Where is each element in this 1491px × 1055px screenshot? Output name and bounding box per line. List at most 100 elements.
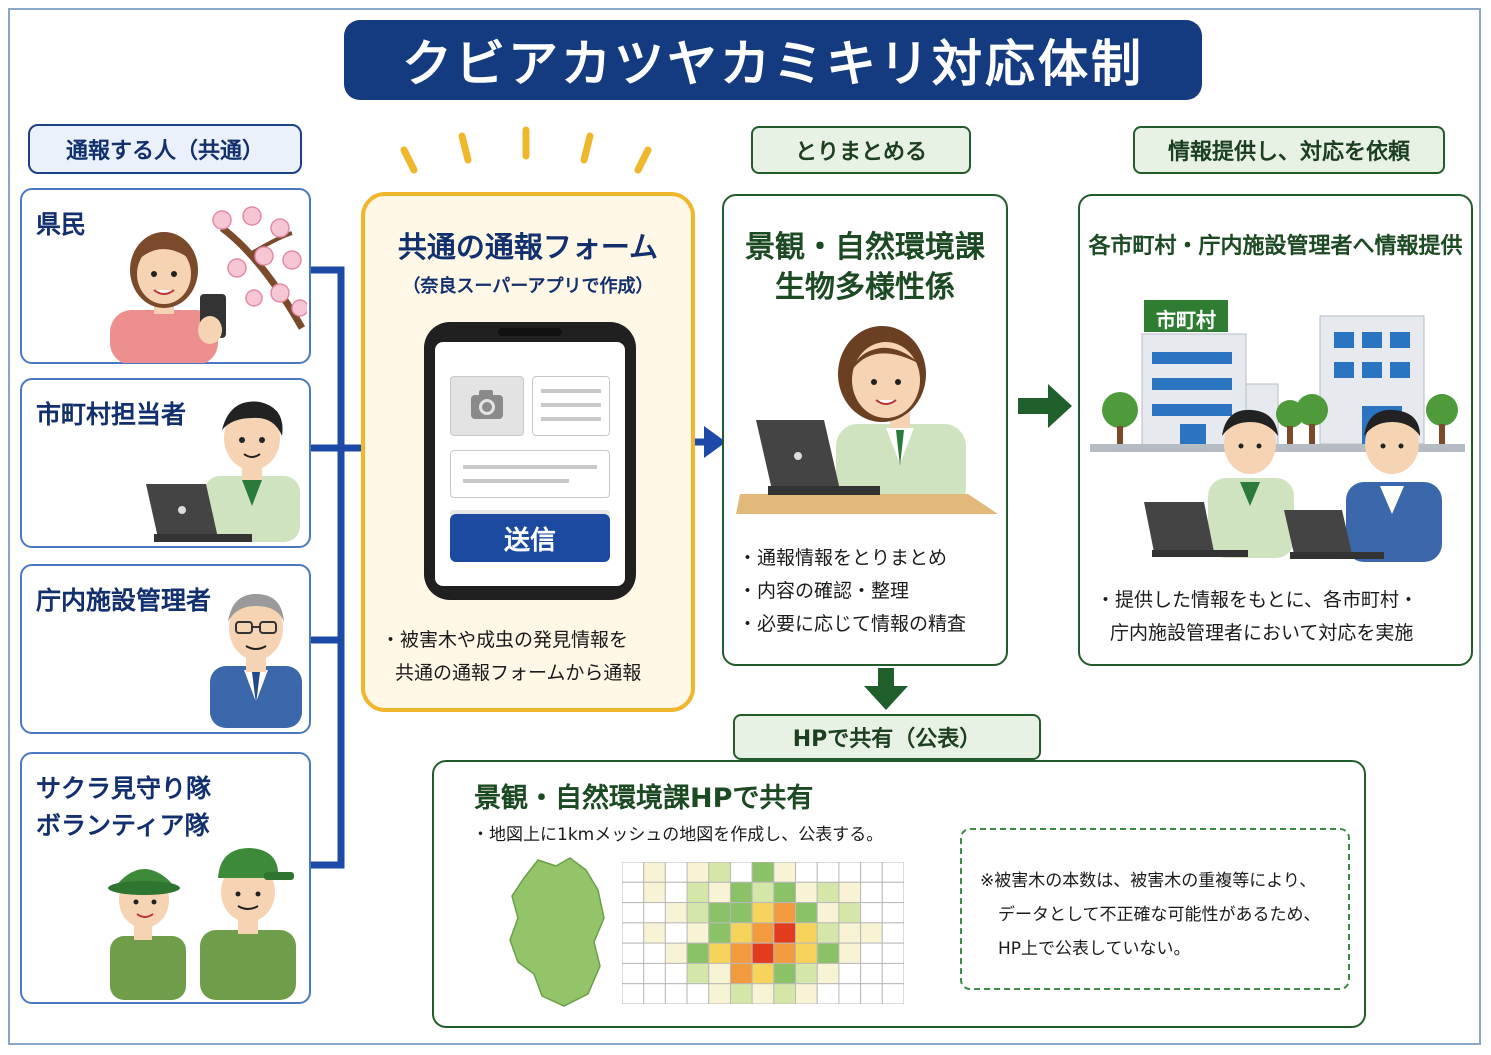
mesh-cell	[664, 942, 688, 964]
reporter-kenmin-name: 県民	[36, 210, 87, 239]
hp-note-line2: データとして不正確な可能性があるため、	[998, 905, 1321, 925]
nara-prefecture-map-shape	[509, 857, 605, 1007]
damage-mesh-map	[622, 862, 904, 1004]
reporter-chonai: 庁内施設管理者	[20, 564, 311, 734]
mesh-cell	[860, 902, 883, 924]
mesh-cell	[729, 881, 753, 904]
facility-manager-illustration	[210, 594, 302, 728]
form-input-field[interactable]	[450, 450, 610, 498]
mesh-cell	[795, 881, 818, 904]
mesh-cell	[838, 922, 862, 944]
department-staff-illustration	[736, 326, 998, 514]
mesh-cell	[686, 862, 710, 883]
mesh-cell	[708, 862, 731, 883]
mesh-cell	[708, 881, 731, 904]
dept-bullet-2: ・内容の確認・整理	[738, 580, 910, 602]
mesh-cell	[622, 881, 645, 904]
mesh-cell	[795, 962, 818, 985]
mesh-cell	[708, 922, 731, 944]
mesh-cell	[860, 962, 883, 985]
mesh-cell	[643, 962, 666, 985]
hp-note-line1: ※被害木の本数は、被害木の重複等により、	[980, 871, 1317, 891]
form-bullet-line1: ・被害木や成虫の発見情報を	[381, 629, 629, 651]
mesh-cell	[838, 962, 862, 985]
mesh-cell	[816, 902, 840, 924]
mesh-cell	[773, 942, 797, 964]
mesh-cell	[643, 881, 666, 904]
volunteer-team-illustration	[108, 848, 296, 1000]
mesh-cell	[795, 983, 818, 1004]
mesh-cell	[773, 862, 797, 883]
mesh-cell	[816, 862, 840, 883]
form-bullet-line2: 共通の通報フォームから通報	[395, 662, 642, 684]
mesh-cell	[729, 902, 753, 924]
mesh-cell	[729, 962, 753, 985]
mesh-cell	[795, 902, 818, 924]
mesh-cell	[773, 962, 797, 985]
mesh-cell	[686, 942, 710, 964]
phone-screen: 送信	[435, 342, 625, 586]
department-panel: 景観・自然環境課 生物多様性係 ・通報情報をとりまとめ ・内容の確認・整理 ・必…	[722, 194, 1008, 666]
reporter-sakura: サクラ見守り隊 ボランティア隊	[20, 752, 311, 1004]
provide-info-panel: 各市町村・庁内施設管理者へ情報提供	[1078, 194, 1473, 666]
hp-share-panel: 景観・自然環境課HPで共有 ・地図上に1kmメッシュの地図を作成し、公表する。 …	[432, 760, 1366, 1028]
mesh-cell	[881, 862, 904, 883]
mesh-cell	[860, 862, 883, 883]
page-title: クビアカツヤカミキリ対応体制	[344, 20, 1202, 100]
mesh-cell	[686, 922, 710, 944]
mesh-cell	[838, 862, 862, 883]
hp-bullet: ・地図上に1kmメッシュの地図を作成し、公表する。	[472, 825, 884, 845]
common-report-form-panel: 共通の通報フォーム （奈良スーパーアプリで作成）	[361, 192, 695, 712]
mesh-cell	[708, 983, 731, 1004]
hp-note-line3: HP上で公表していない。	[998, 939, 1191, 959]
mesh-cell	[881, 881, 904, 904]
provide-bullets: ・提供した情報をもとに、各市町村・ 庁内施設管理者において対応を実施	[1096, 584, 1418, 650]
mesh-cell	[751, 942, 775, 964]
mesh-cell	[622, 862, 645, 883]
mesh-cell	[643, 983, 666, 1004]
dept-name-line1: 景観・自然環境課	[745, 230, 985, 265]
photo-upload-slot[interactable]	[450, 376, 524, 436]
mesh-cell	[622, 902, 645, 924]
mesh-cell	[816, 942, 840, 964]
mesh-cell	[643, 902, 666, 924]
mesh-cell	[686, 983, 710, 1004]
reporter-kenmin: 県民	[20, 188, 311, 364]
mesh-cell	[881, 902, 904, 924]
form-title: 共通の通報フォーム	[397, 230, 659, 264]
reporter-sakura-line2: ボランティア隊	[36, 811, 210, 840]
camera-icon	[471, 390, 503, 419]
outer-frame	[8, 8, 1481, 1045]
provide-bullet-line1: ・提供した情報をもとに、各市町村・	[1096, 589, 1419, 611]
mesh-cell	[664, 922, 688, 944]
mesh-cell	[773, 922, 797, 944]
mesh-cell	[664, 962, 688, 985]
mesh-cell	[622, 922, 645, 944]
smartphone-mockup: 送信	[424, 322, 636, 600]
mesh-cell	[816, 962, 840, 985]
phone-notch	[498, 328, 562, 336]
form-text-lines	[532, 376, 610, 436]
mesh-cell	[795, 942, 818, 964]
mesh-cell	[622, 962, 645, 985]
mesh-cell	[860, 881, 883, 904]
mesh-cell	[838, 942, 862, 964]
reporter-shichoson: 市町村担当者	[20, 378, 311, 548]
mesh-cell	[643, 862, 666, 883]
mesh-cell	[686, 881, 710, 904]
mesh-cell	[686, 902, 710, 924]
mesh-cell	[729, 983, 753, 1004]
mesh-cell	[816, 922, 840, 944]
mesh-cell	[643, 922, 666, 944]
mesh-cell	[795, 922, 818, 944]
mesh-cell	[708, 942, 731, 964]
mesh-cell	[729, 922, 753, 944]
mesh-cell	[664, 983, 688, 1004]
mesh-cell	[751, 862, 775, 883]
send-button[interactable]: 送信	[450, 514, 610, 562]
mesh-cell	[860, 983, 883, 1004]
reporter-shichoson-name: 市町村担当者	[36, 400, 187, 429]
mesh-cell	[795, 862, 818, 883]
form-description: ・被害木や成虫の発見情報を 共通の通報フォームから通報	[381, 624, 641, 690]
mesh-cell	[664, 881, 688, 904]
